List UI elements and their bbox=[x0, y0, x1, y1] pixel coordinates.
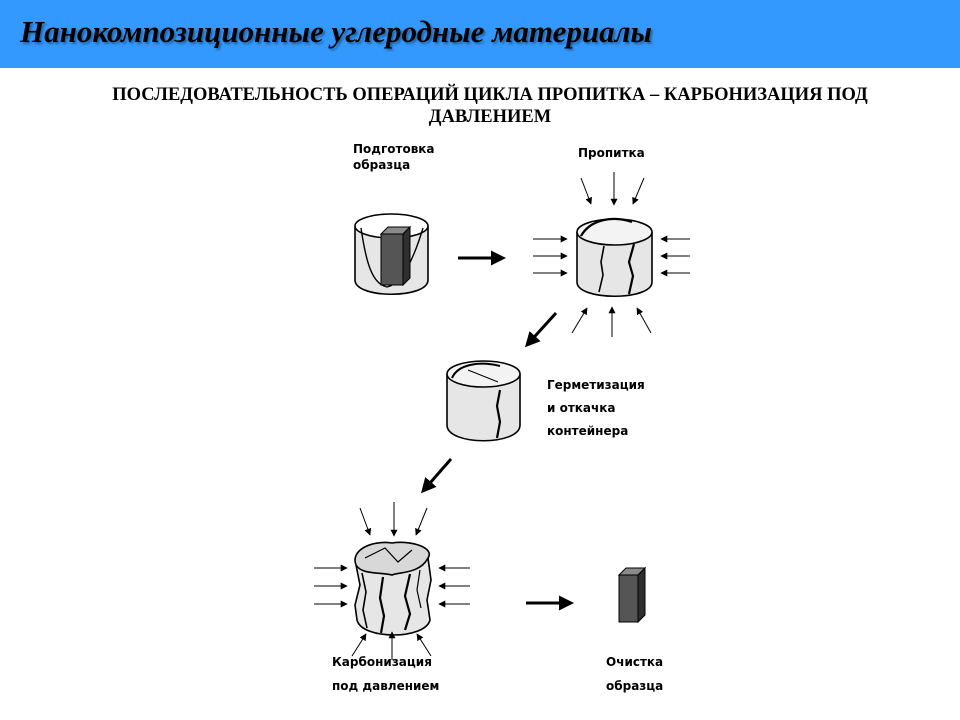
final-sample-block bbox=[617, 566, 647, 624]
step-impreg: Пропитка bbox=[533, 146, 690, 337]
label-carb-1: Карбонизация bbox=[332, 655, 432, 669]
flow-arrow-impreg-to-seal bbox=[524, 311, 558, 348]
label-clean-2: образца bbox=[606, 679, 663, 693]
open-container-with-sample bbox=[354, 213, 429, 295]
label-seal-2: и откачка bbox=[547, 401, 616, 415]
flow-arrow-seal-to-carb bbox=[421, 458, 453, 494]
pressure-arrows-impreg bbox=[533, 172, 690, 337]
label-seal-3: контейнера bbox=[547, 424, 628, 438]
label-clean-1: Очистка bbox=[606, 655, 663, 669]
sample-block bbox=[379, 225, 412, 287]
crumpled-container bbox=[354, 541, 432, 636]
step-clean: Очистка образца bbox=[606, 566, 663, 693]
step-seal: Герметизация и откачка контейнера bbox=[446, 360, 645, 442]
step-prep: Подготовка образца bbox=[353, 142, 435, 295]
diagram-subtitle: ПОСЛЕДОВАТЕЛЬНОСТЬ ОПЕРАЦИЙ ЦИКЛА ПРОПИТ… bbox=[40, 84, 940, 128]
label-prep-2: образца bbox=[353, 158, 410, 172]
sealed-container bbox=[446, 360, 521, 442]
pressure-arrows-carb bbox=[314, 502, 470, 660]
label-impreg: Пропитка bbox=[578, 146, 645, 160]
title-bar: Нанокомпозиционные углеродные материалы bbox=[0, 0, 960, 68]
subtitle-line-2: ДАВЛЕНИЕМ bbox=[428, 107, 552, 127]
page-title: Нанокомпозиционные углеродные материалы bbox=[20, 14, 653, 49]
subtitle-line-1: ПОСЛЕДОВАТЕЛЬНОСТЬ ОПЕРАЦИЙ ЦИКЛА ПРОПИТ… bbox=[112, 85, 868, 105]
label-seal-1: Герметизация bbox=[547, 378, 645, 392]
step-carb: Карбонизация под давлением bbox=[314, 502, 470, 693]
label-prep-1: Подготовка bbox=[353, 142, 435, 156]
label-carb-2: под давлением bbox=[332, 679, 439, 693]
impregnated-container bbox=[576, 217, 653, 297]
